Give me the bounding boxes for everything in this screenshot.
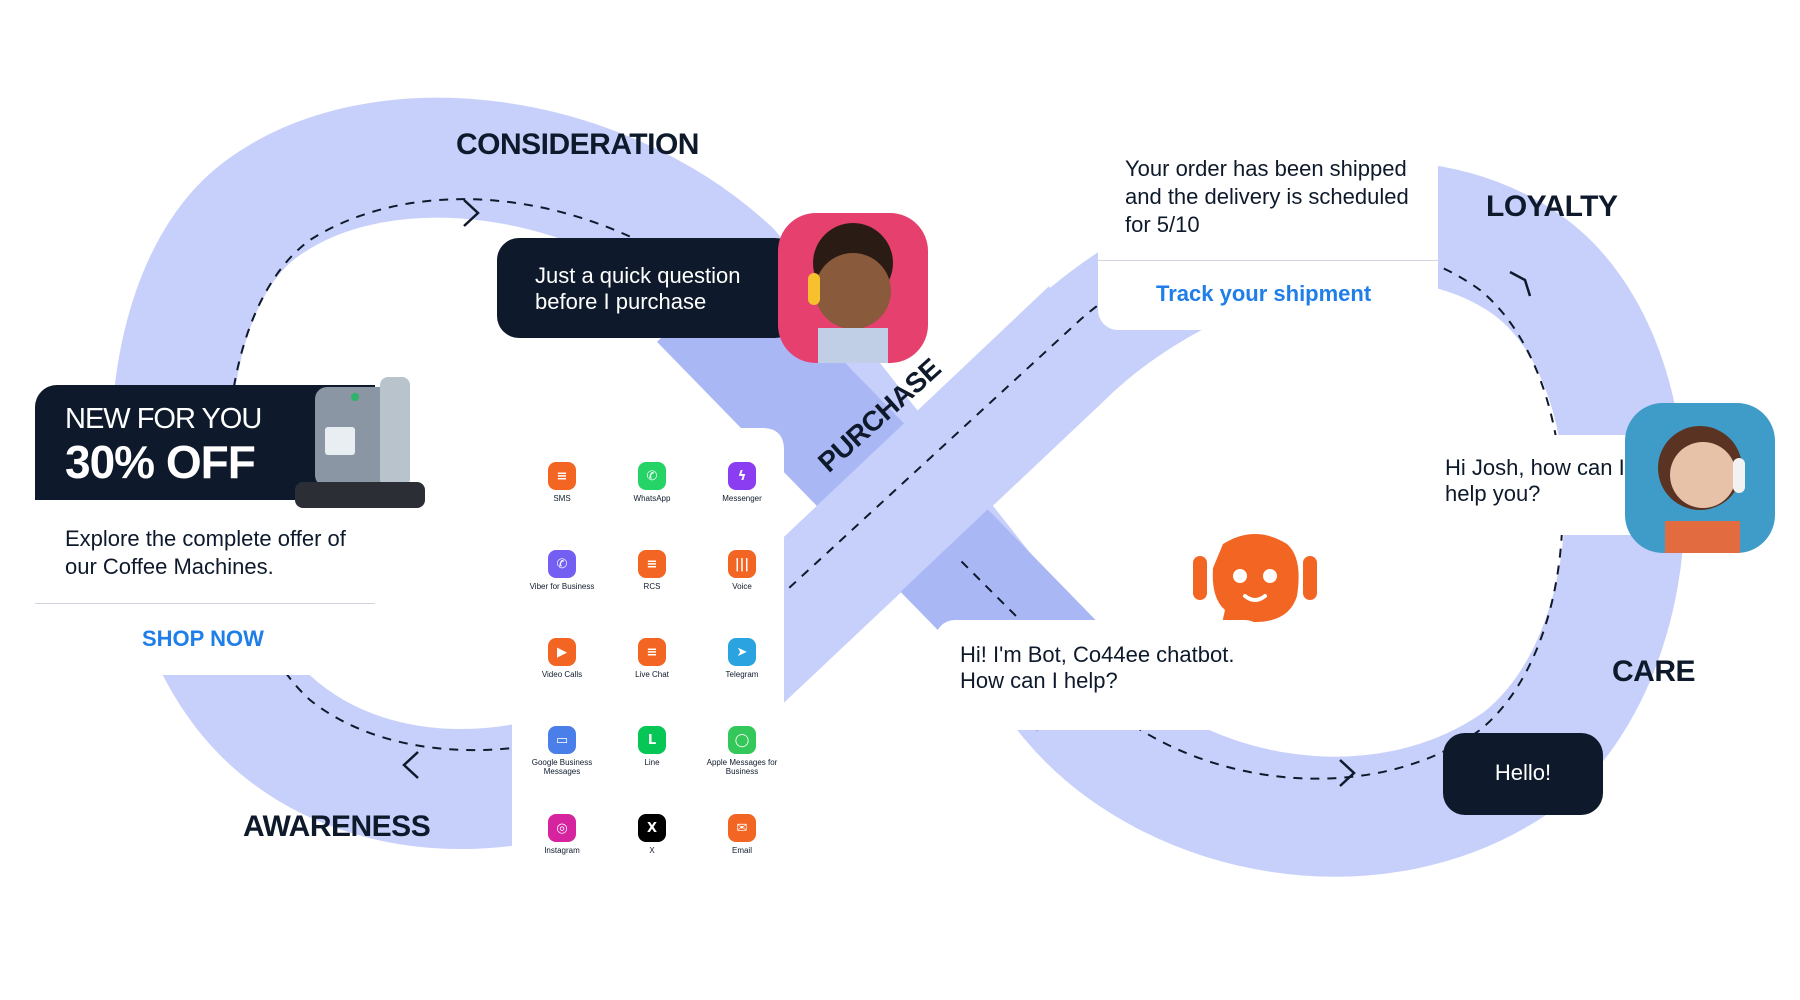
channel-email[interactable]: ✉ Email — [700, 792, 784, 876]
messenger-icon: ϟ — [728, 462, 756, 490]
instagram-icon: ◎ — [548, 814, 576, 842]
offer-divider — [35, 603, 375, 604]
channel-label: Line — [644, 758, 660, 767]
google-business-messages-icon: ▭ — [548, 726, 576, 754]
agent-avatar-image — [1658, 426, 1745, 553]
channel-label: SMS — [553, 494, 571, 503]
live-chat-icon: ≡ — [638, 638, 666, 666]
x-icon: X — [638, 814, 666, 842]
whatsapp-icon: ✆ — [638, 462, 666, 490]
agent-text: Hi Josh, how can I help you? — [1445, 455, 1625, 506]
offer-body: Explore the complete offer of our Coffee… — [65, 526, 346, 579]
bot-icon — [1193, 534, 1317, 628]
channel-video-calls[interactable]: ▶ Video Calls — [520, 616, 604, 700]
channel-instagram[interactable]: ◎ Instagram — [520, 792, 604, 876]
hello-text: Hello! — [1494, 760, 1552, 785]
stage-loyalty: LOYALTY — [1486, 190, 1618, 223]
channel-telegram[interactable]: ➤ Telegram — [700, 616, 784, 700]
apple-messages-icon: ◯ — [728, 726, 756, 754]
customer-avatar-image — [808, 223, 893, 363]
offer-line2: 30% OFF — [65, 436, 256, 488]
track-shipment-link[interactable]: Track your shipment — [1156, 281, 1372, 306]
shop-now-link[interactable]: SHOP NOW — [142, 626, 264, 651]
email-icon: ✉ — [728, 814, 756, 842]
video-calls-icon: ▶ — [548, 638, 576, 666]
arrow-care — [1339, 759, 1356, 787]
channel-label: X — [649, 846, 655, 855]
question-text: Just a quick question before I purchase — [535, 263, 741, 314]
channel-apple-messages-for-business[interactable]: ◯ Apple Messages for Business — [700, 704, 784, 788]
offer-card: NEW FOR YOU 30% OFF Explore the complete… — [35, 377, 425, 675]
channel-viber-for-business[interactable]: ✆ Viber for Business — [520, 528, 604, 612]
bot-text: Hi! I'm Bot, Co44ee chatbot. How can I h… — [960, 642, 1235, 693]
channel-label: Video Calls — [541, 670, 583, 679]
channel-rcs[interactable]: ≡ RCS — [610, 528, 694, 612]
arrow-awareness — [402, 751, 419, 779]
voice-icon: ||| — [728, 550, 756, 578]
channel-voice[interactable]: ||| Voice — [700, 528, 784, 612]
channel-label: Email — [731, 846, 752, 855]
rcs-icon: ≡ — [638, 550, 666, 578]
sms-icon: ≡ — [548, 462, 576, 490]
channel-label: WhatsApp — [633, 494, 671, 503]
customer-avatar — [778, 213, 928, 363]
channel-label: Google Business Messages — [531, 758, 593, 776]
viber-icon: ✆ — [548, 550, 576, 578]
channel-label: Voice — [732, 582, 752, 591]
hello-bubble: Hello! — [1443, 733, 1603, 815]
channel-line[interactable]: L Line — [610, 704, 694, 788]
question-bubble: Just a quick question before I purchase — [497, 238, 797, 338]
channel-label: Apple Messages for Business — [706, 758, 778, 776]
telegram-icon: ➤ — [728, 638, 756, 666]
stage-care: CARE — [1612, 655, 1696, 688]
channel-label: Live Chat — [635, 670, 669, 679]
shipment-message: Your order has been shipped and the deli… — [1125, 156, 1409, 237]
channel-whatsapp[interactable]: ✆ WhatsApp — [610, 440, 694, 524]
agent-avatar — [1625, 403, 1775, 553]
channel-label: Instagram — [544, 846, 580, 855]
arrow-consideration — [463, 199, 480, 227]
stage-consideration: CONSIDERATION — [456, 128, 699, 161]
coffee-machine-image — [295, 377, 425, 508]
arrow-loyalty — [1509, 270, 1532, 297]
bot-bubble: Hi! I'm Bot, Co44ee chatbot. How can I h… — [935, 620, 1265, 730]
agent-bubble: Hi Josh, how can I help you? — [1425, 435, 1655, 535]
channel-live-chat[interactable]: ≡ Live Chat — [610, 616, 694, 700]
loop-dashed-path — [226, 198, 1564, 780]
channel-label: Messenger — [722, 494, 762, 503]
channel-label: Telegram — [725, 670, 759, 679]
channel-google-business-messages[interactable]: ▭ Google Business Messages — [520, 704, 604, 788]
channel-sms[interactable]: ≡ SMS — [520, 440, 604, 524]
stage-awareness: AWARENESS — [243, 810, 431, 843]
shipment-divider — [1098, 260, 1438, 261]
line-icon: L — [638, 726, 666, 754]
shipment-card: Your order has been shipped and the deli… — [1098, 145, 1438, 330]
offer-line1: NEW FOR YOU — [65, 403, 262, 435]
channel-label: RCS — [643, 582, 661, 591]
channel-label: Viber for Business — [529, 582, 595, 591]
